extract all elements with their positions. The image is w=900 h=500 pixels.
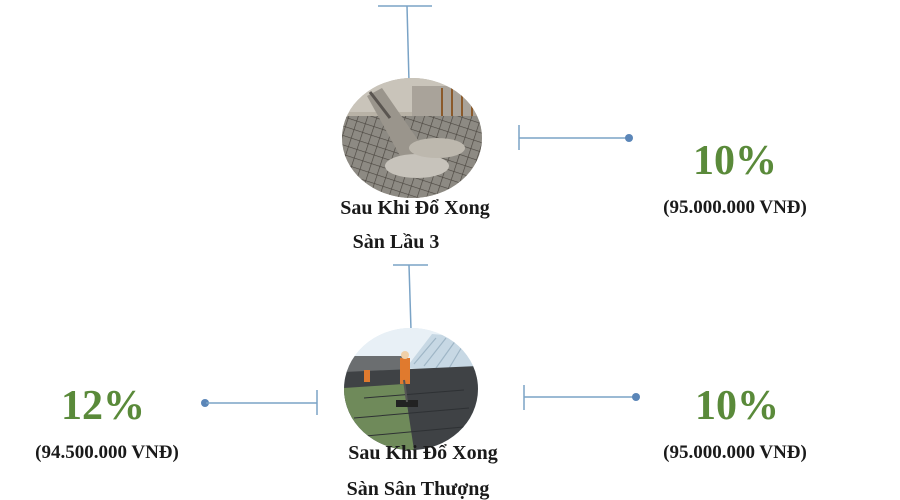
stage1-vertical-connector <box>406 5 410 83</box>
stage1-right-percent: 10% <box>693 138 777 184</box>
stage1-right-dot <box>625 134 633 142</box>
stage2-vertical-connector <box>408 264 412 331</box>
stage1-caption-line1: Sau Khi Đổ Xong <box>340 197 490 219</box>
stage1-right-amount: (95.000.000 VNĐ) <box>663 197 807 218</box>
stage2-left-dot <box>201 399 209 407</box>
stage2-right-amount: (95.000.000 VNĐ) <box>663 442 807 463</box>
roof-waterproofing-photo <box>344 328 478 450</box>
stage2-caption-line1: Sau Khi Đổ Xong <box>348 442 498 464</box>
stage2-left-percent: 12% <box>61 383 145 429</box>
stage2-left-amount: (94.500.000 VNĐ) <box>35 442 179 463</box>
stage1-caption-line2: Sàn Lầu 3 <box>352 231 440 253</box>
stage2-right-dot <box>632 393 640 401</box>
stage2-right-percent: 10% <box>695 383 779 429</box>
stage2-caption-line2: Sàn Sân Thượng <box>346 478 490 500</box>
concrete-pouring-photo <box>342 78 482 198</box>
